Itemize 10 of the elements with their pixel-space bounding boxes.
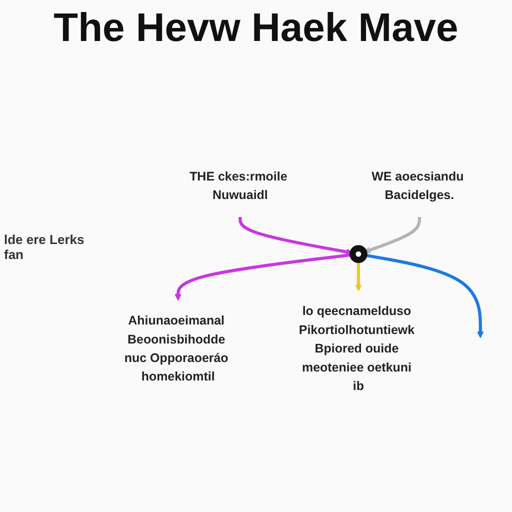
- arrow: [364, 217, 421, 254]
- node-text: THE ckes:rmoile Nuwuaidl: [190, 170, 288, 203]
- node-circle: [349, 245, 368, 264]
- node-text: Ahiunaoeimanal Beoonisbihodde nuc Opporaoeráo homekiomtil: [124, 314, 228, 384]
- text-label: lde ere Lerks fan: [4, 232, 86, 262]
- arrow: [355, 260, 362, 292]
- title: The Hevw Haek Mave: [52, 6, 460, 51]
- node-text: lo qeecnamelduso Pikortiolhotuntiewk Bpiored ouide meoteniee oetkuni ib: [298, 305, 415, 394]
- node-text: WE aoecsiandu Bacidelges.: [372, 170, 464, 203]
- arrow: [174, 254, 353, 302]
